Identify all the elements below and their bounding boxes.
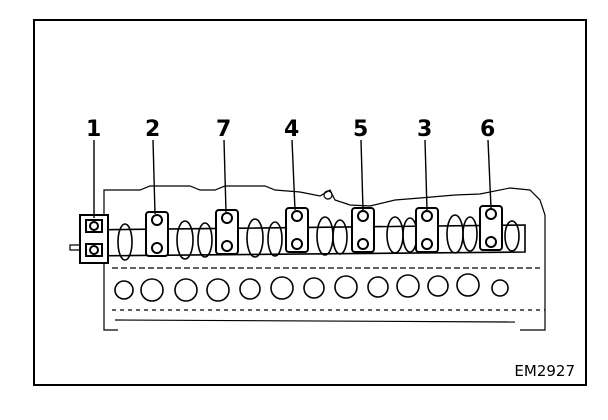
bearing-cap-3 <box>415 207 439 253</box>
figure-code: EM2927 <box>514 362 575 380</box>
callout-6: 6 <box>480 117 495 142</box>
callout-4: 4 <box>284 117 299 142</box>
bearing-cap-5 <box>351 207 375 253</box>
callout-5: 5 <box>353 117 368 142</box>
callout-3: 3 <box>417 117 432 142</box>
cylinder-head-outline <box>69 185 546 331</box>
bearing-cap-6 <box>479 205 503 251</box>
bearing-cap-2 <box>145 211 169 257</box>
bearing-cap-1 <box>79 214 109 264</box>
bearing-cap-4 <box>285 207 309 253</box>
callout-1: 1 <box>86 117 101 142</box>
bearing-cap-7 <box>215 209 239 255</box>
callout-2: 2 <box>145 117 160 142</box>
leader-lines <box>93 139 492 218</box>
figure-frame <box>33 19 587 386</box>
port-openings <box>114 273 509 302</box>
callout-7: 7 <box>216 117 231 142</box>
